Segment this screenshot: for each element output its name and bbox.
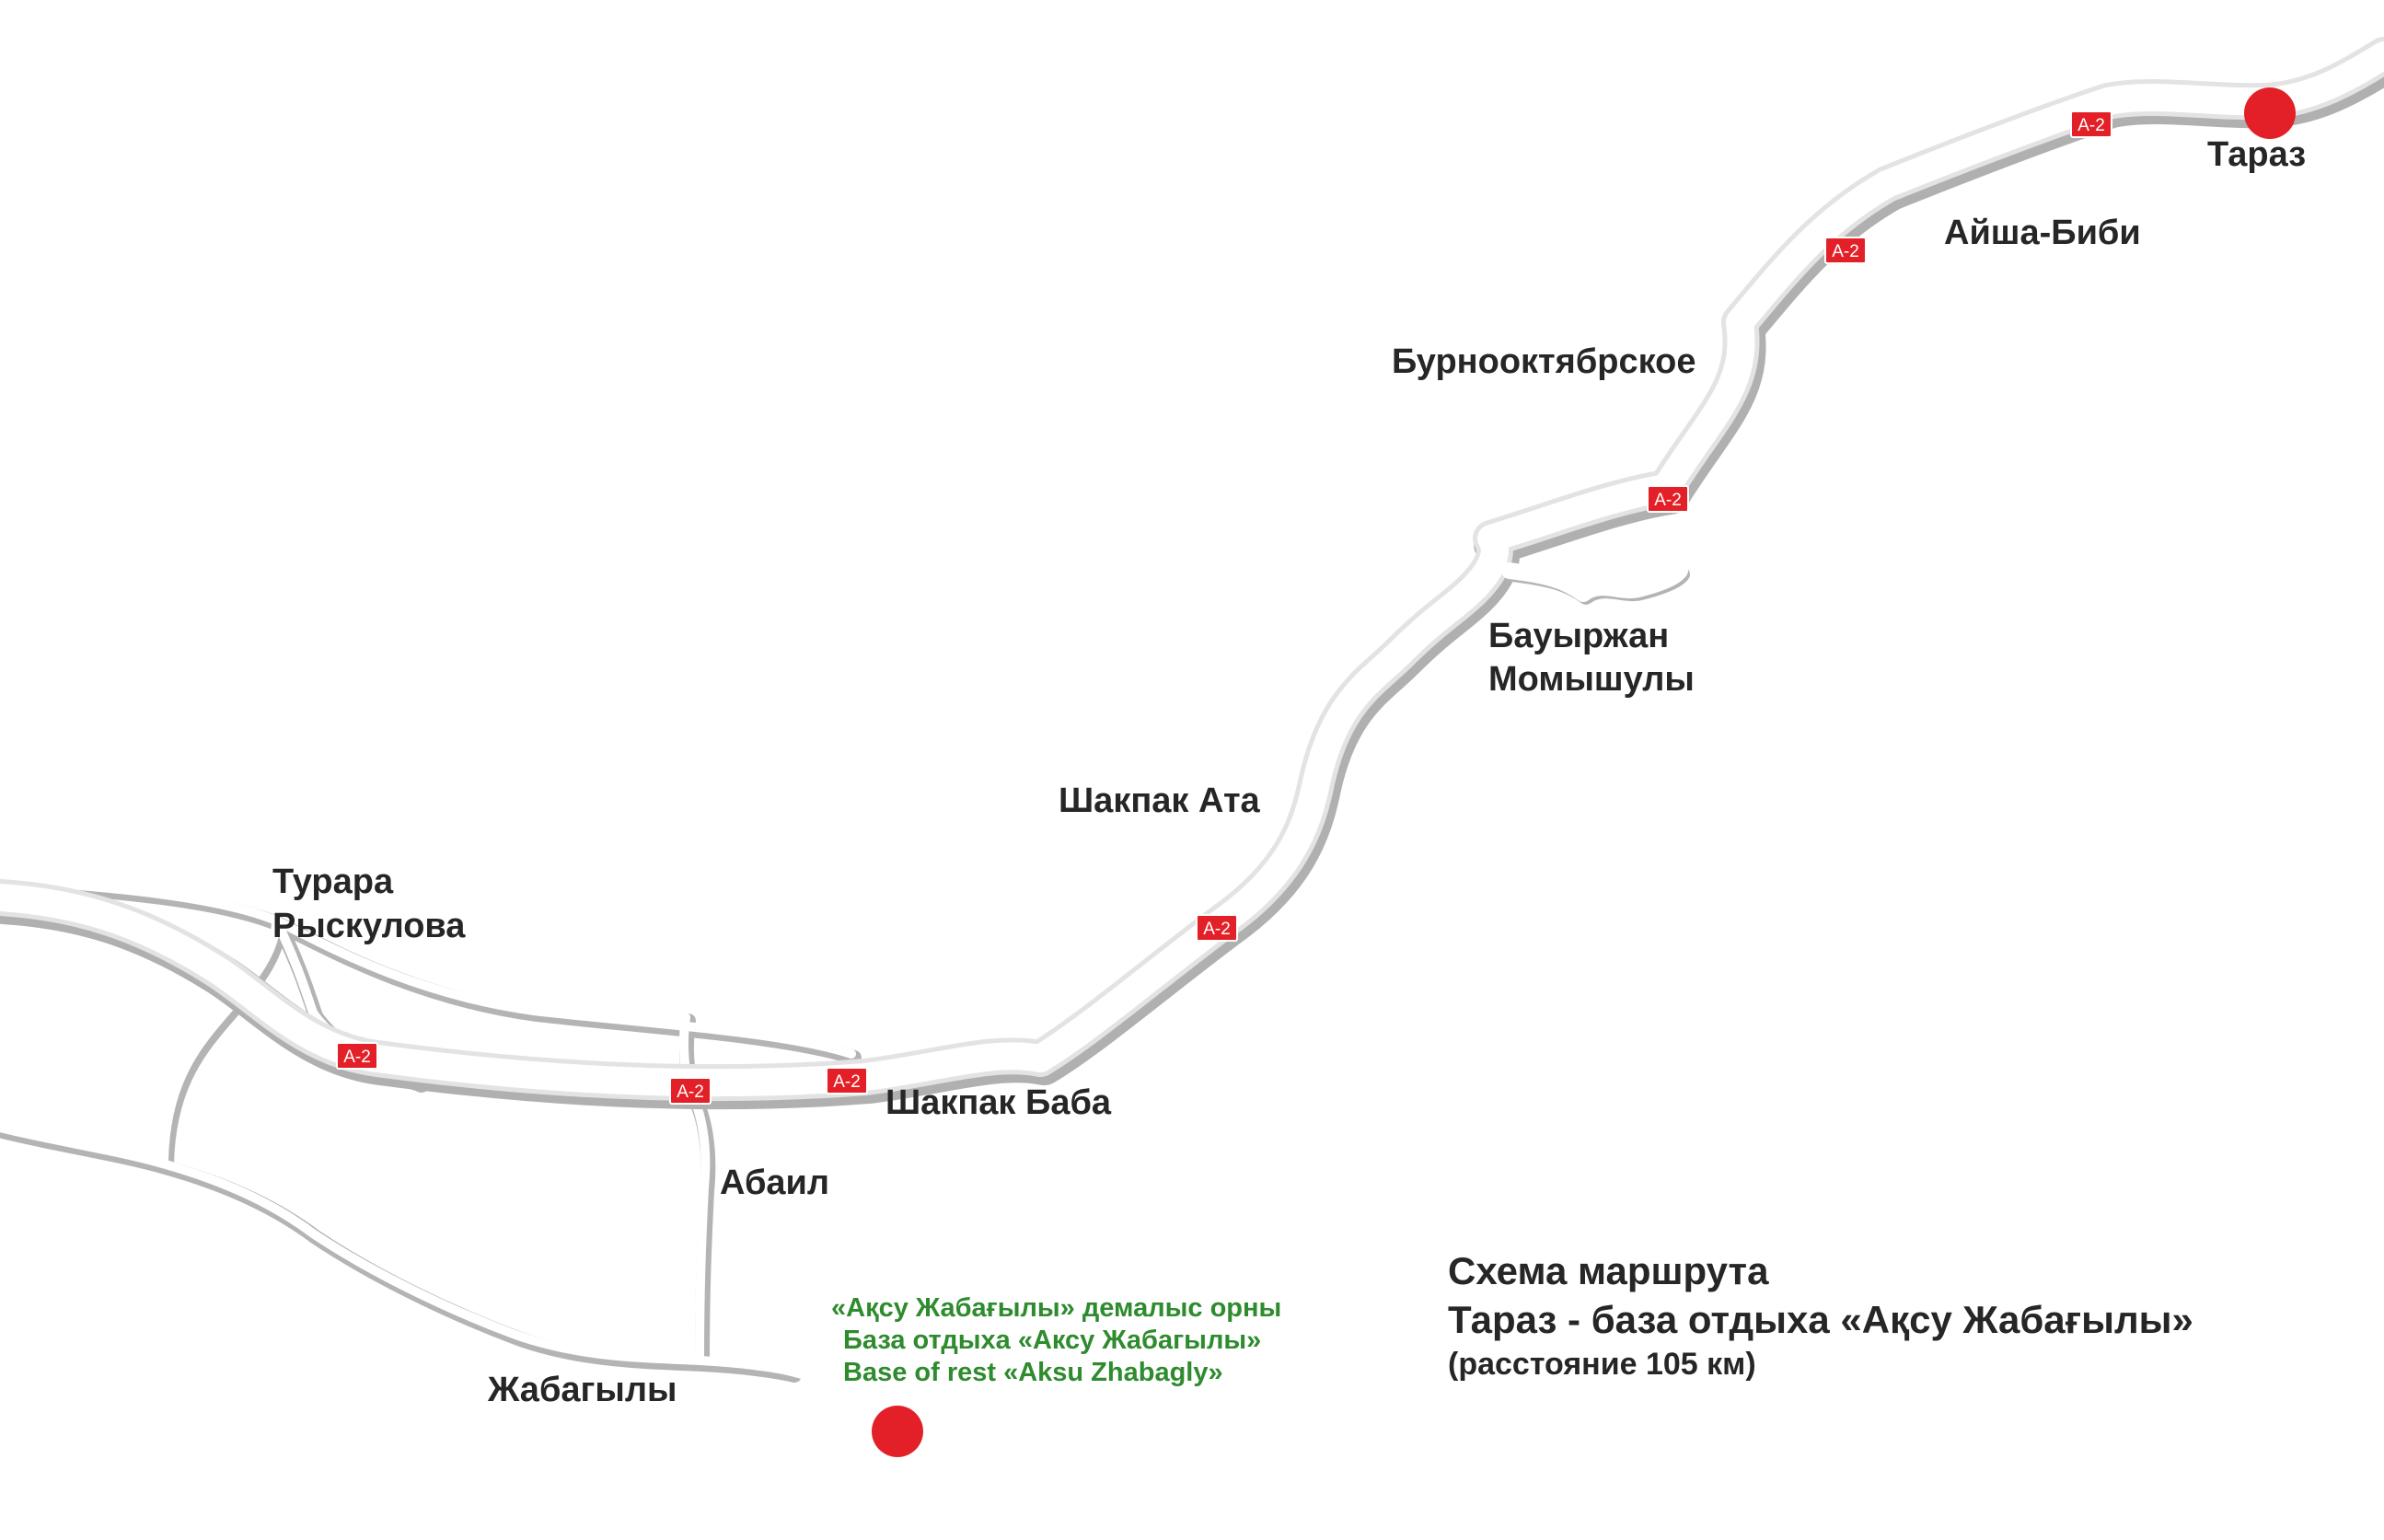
label-shakpak-ata: Шакпак Ата	[1059, 782, 1261, 820]
label-turara-line2: Рыскулова	[272, 907, 466, 945]
destination-label-ru: База отдыха «Аксу Жабагылы»	[843, 1326, 1261, 1355]
destination-marker[interactable]	[872, 1406, 923, 1457]
label-burnooktyabrskoe: Бурнооктябрское	[1392, 342, 1696, 381]
taraz-marker[interactable]	[2244, 87, 2296, 139]
road-shield: A-2	[1824, 237, 1867, 264]
road-shield-label: A-2	[677, 1083, 704, 1102]
label-turara-line1: Турара	[272, 863, 394, 901]
label-abail: Абаил	[720, 1164, 829, 1202]
road-shield: A-2	[1196, 914, 1238, 942]
road-shield-label: A-2	[2077, 116, 2105, 135]
label-zhabagyly: Жабагылы	[487, 1371, 677, 1409]
road-shield-label: A-2	[1203, 920, 1231, 939]
road-shield-label: A-2	[1654, 491, 1682, 510]
road-shield: A-2	[669, 1077, 712, 1105]
legend-title: Схема маршрута	[1448, 1249, 1769, 1292]
road-shield: A-2	[336, 1042, 378, 1070]
highway-a2	[0, 37, 2384, 1110]
label-baurzhan-line2: Момышулы	[1488, 660, 1695, 699]
road-shield-label: A-2	[833, 1072, 861, 1092]
destination-label-en: Base of rest «Aksu Zhabagly»	[843, 1358, 1223, 1387]
road-shield: A-2	[826, 1067, 868, 1094]
minor-roads	[0, 876, 902, 1427]
road-shield-label: A-2	[343, 1048, 371, 1067]
legend-route: Тараз - база отдыха «Ақсу Жабағылы»	[1448, 1298, 2193, 1341]
destination-label-kk: «Ақсу Жабағылы» демалыс орны	[831, 1293, 1281, 1323]
label-aisha-bibi: Айша-Биби	[1944, 214, 2141, 252]
label-shakpak-baba: Шакпак Баба	[885, 1083, 1112, 1122]
road-shield: A-2	[2070, 110, 2112, 138]
label-taraz: Тараз	[2207, 135, 2306, 174]
label-baurzhan-line1: Бауыржан	[1488, 617, 1669, 655]
legend-distance: (расстояние 105 км)	[1448, 1347, 1756, 1382]
road-shield: A-2	[1647, 485, 1689, 513]
road-shield-label: A-2	[1832, 242, 1859, 261]
